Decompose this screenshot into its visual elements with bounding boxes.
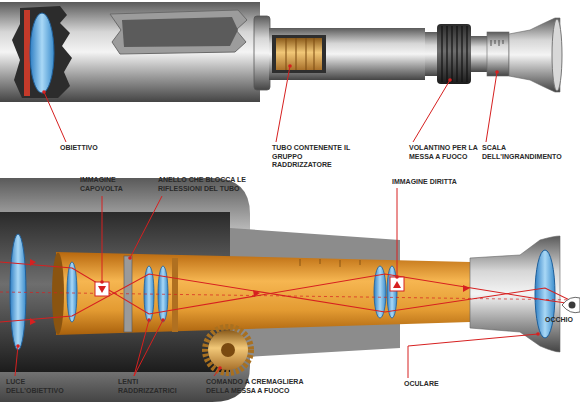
focus-gear <box>205 327 251 373</box>
part-label: OCCHIO <box>545 316 579 325</box>
magnification-scale <box>487 32 509 76</box>
eyepiece-lens <box>535 250 555 338</box>
erector-ribs <box>286 38 314 70</box>
knob-knurling <box>442 26 467 82</box>
tube-collar <box>254 16 270 90</box>
erector-cell <box>276 38 322 70</box>
part-label: TUBO CONTENENTE IL GRUPPO RADDRIZZATORE <box>272 144 352 170</box>
part-label: ANELLO CHE BLOCCA LE RIFLESSIONI DEL TUB… <box>158 176 266 193</box>
lens-cell <box>24 10 30 96</box>
leader-dots <box>42 64 499 94</box>
telescope-exterior <box>0 2 562 102</box>
objective-lens <box>30 13 54 93</box>
eyecup-rim <box>552 19 562 91</box>
tube-cutaway <box>110 10 247 54</box>
inverted-image <box>95 282 109 296</box>
tube-end <box>52 253 64 335</box>
tube-scale-ticks <box>300 259 360 267</box>
scale-ticks <box>491 40 503 46</box>
gear-hub <box>221 343 235 357</box>
tube-cutaway <box>272 35 326 73</box>
part-label: LENTI RADDRIZZATRICI <box>118 378 188 395</box>
part-label: SCALA DELL'INGRANDIMENTO <box>482 144 576 161</box>
focus-knob <box>437 24 471 84</box>
ray-arrows <box>30 259 470 325</box>
part-label: OBIETTIVO <box>60 144 130 153</box>
draw-tube <box>56 252 470 335</box>
part-label: IMMAGINE DIRITTA <box>392 178 482 187</box>
part-label: IMMAGINE CAPOVOLTA <box>80 176 136 193</box>
part-label: VOLANTINO PER LA MESSA A FUOCO <box>409 144 485 161</box>
tube-interior <box>122 17 238 47</box>
part-label: OCULARE <box>404 380 464 389</box>
telescope-section <box>0 178 580 402</box>
erector-tube <box>269 28 425 80</box>
eyepiece-housing <box>470 236 560 352</box>
leader-lines <box>44 66 497 142</box>
upright-image <box>390 277 404 291</box>
part-label: LUCE DELL'OBIETTIVO <box>6 378 80 395</box>
eye <box>562 297 580 312</box>
tube-cutaway <box>12 6 72 98</box>
tube-ring <box>425 32 437 76</box>
light-rays <box>0 262 580 322</box>
gear-teeth <box>205 327 251 373</box>
leader-dots <box>16 256 540 370</box>
lens-spacer <box>172 258 178 332</box>
leader-lines <box>15 188 538 378</box>
part-label: COMANDO A CREMAGLIERA DELLA MESSA A FUOC… <box>206 378 318 395</box>
field-lens <box>67 262 77 322</box>
gear-wheel <box>208 330 248 370</box>
main-tube <box>0 2 260 102</box>
eyepiece-tube <box>471 36 487 72</box>
